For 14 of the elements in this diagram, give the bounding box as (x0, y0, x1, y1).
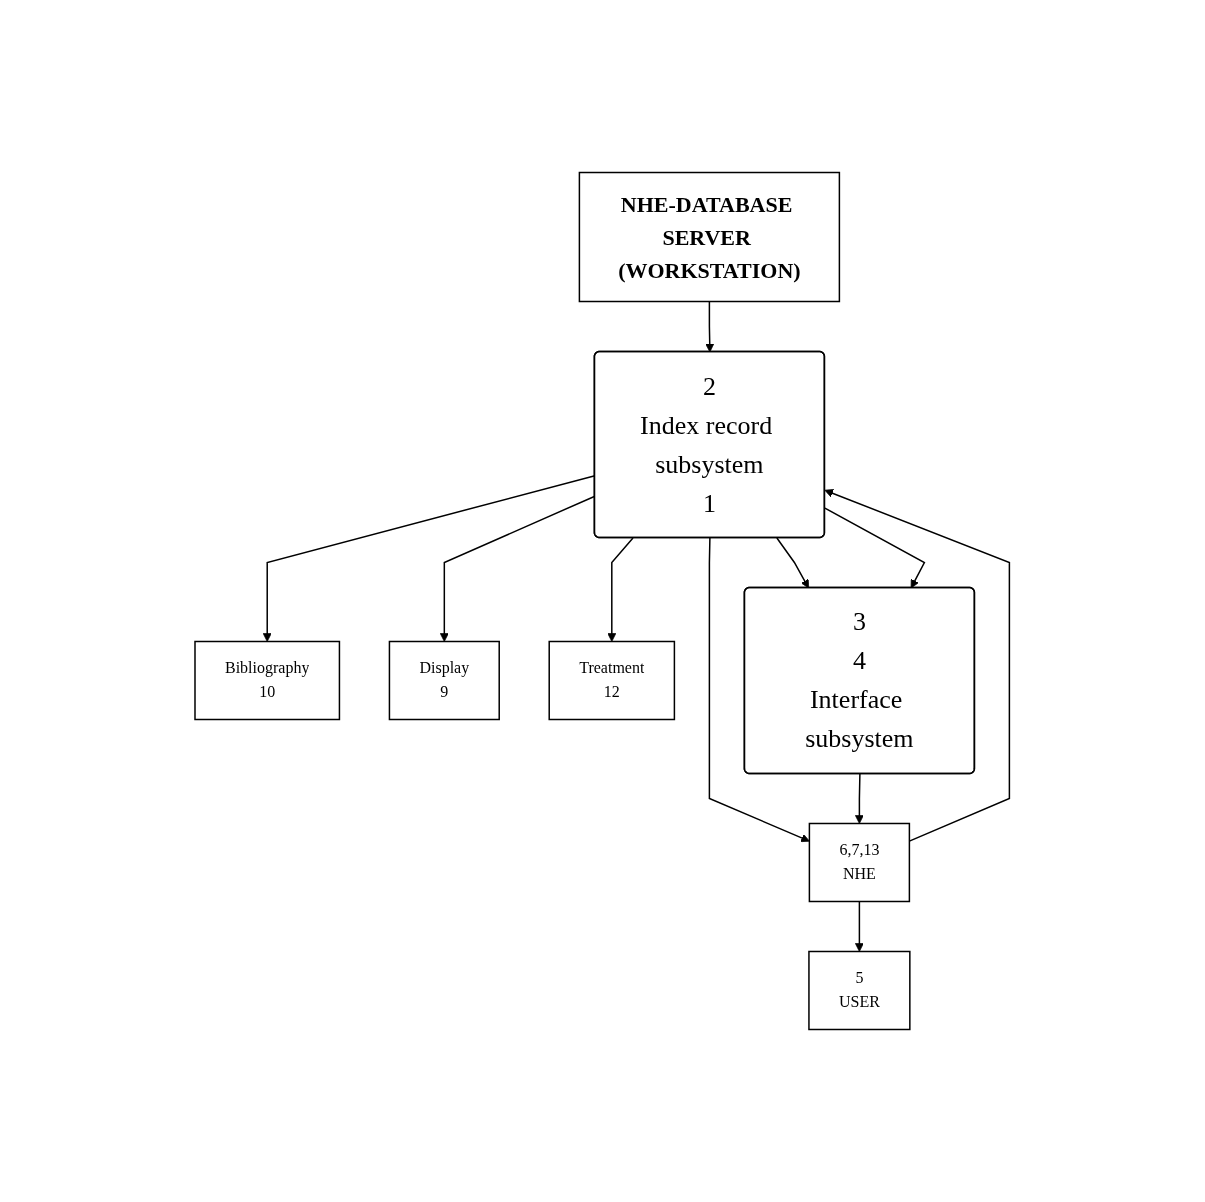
arrow (607, 537, 635, 642)
arrow (824, 489, 1011, 842)
node-box: 6,7,13 NHE (808, 822, 911, 903)
arrow (824, 507, 926, 589)
node-box: Bibliography 10 (194, 640, 341, 721)
node-box: NHE-DATABASE SERVER (WORKSTATION) (578, 171, 841, 303)
arrow (776, 537, 810, 589)
node-box: Display 9 (389, 640, 501, 721)
node-box: Treatment 12 (548, 640, 676, 721)
arrow (708, 537, 811, 843)
arrow (855, 773, 865, 824)
arrow (855, 900, 865, 952)
node-box: 5 USER (808, 950, 911, 1031)
arrow (705, 300, 715, 353)
